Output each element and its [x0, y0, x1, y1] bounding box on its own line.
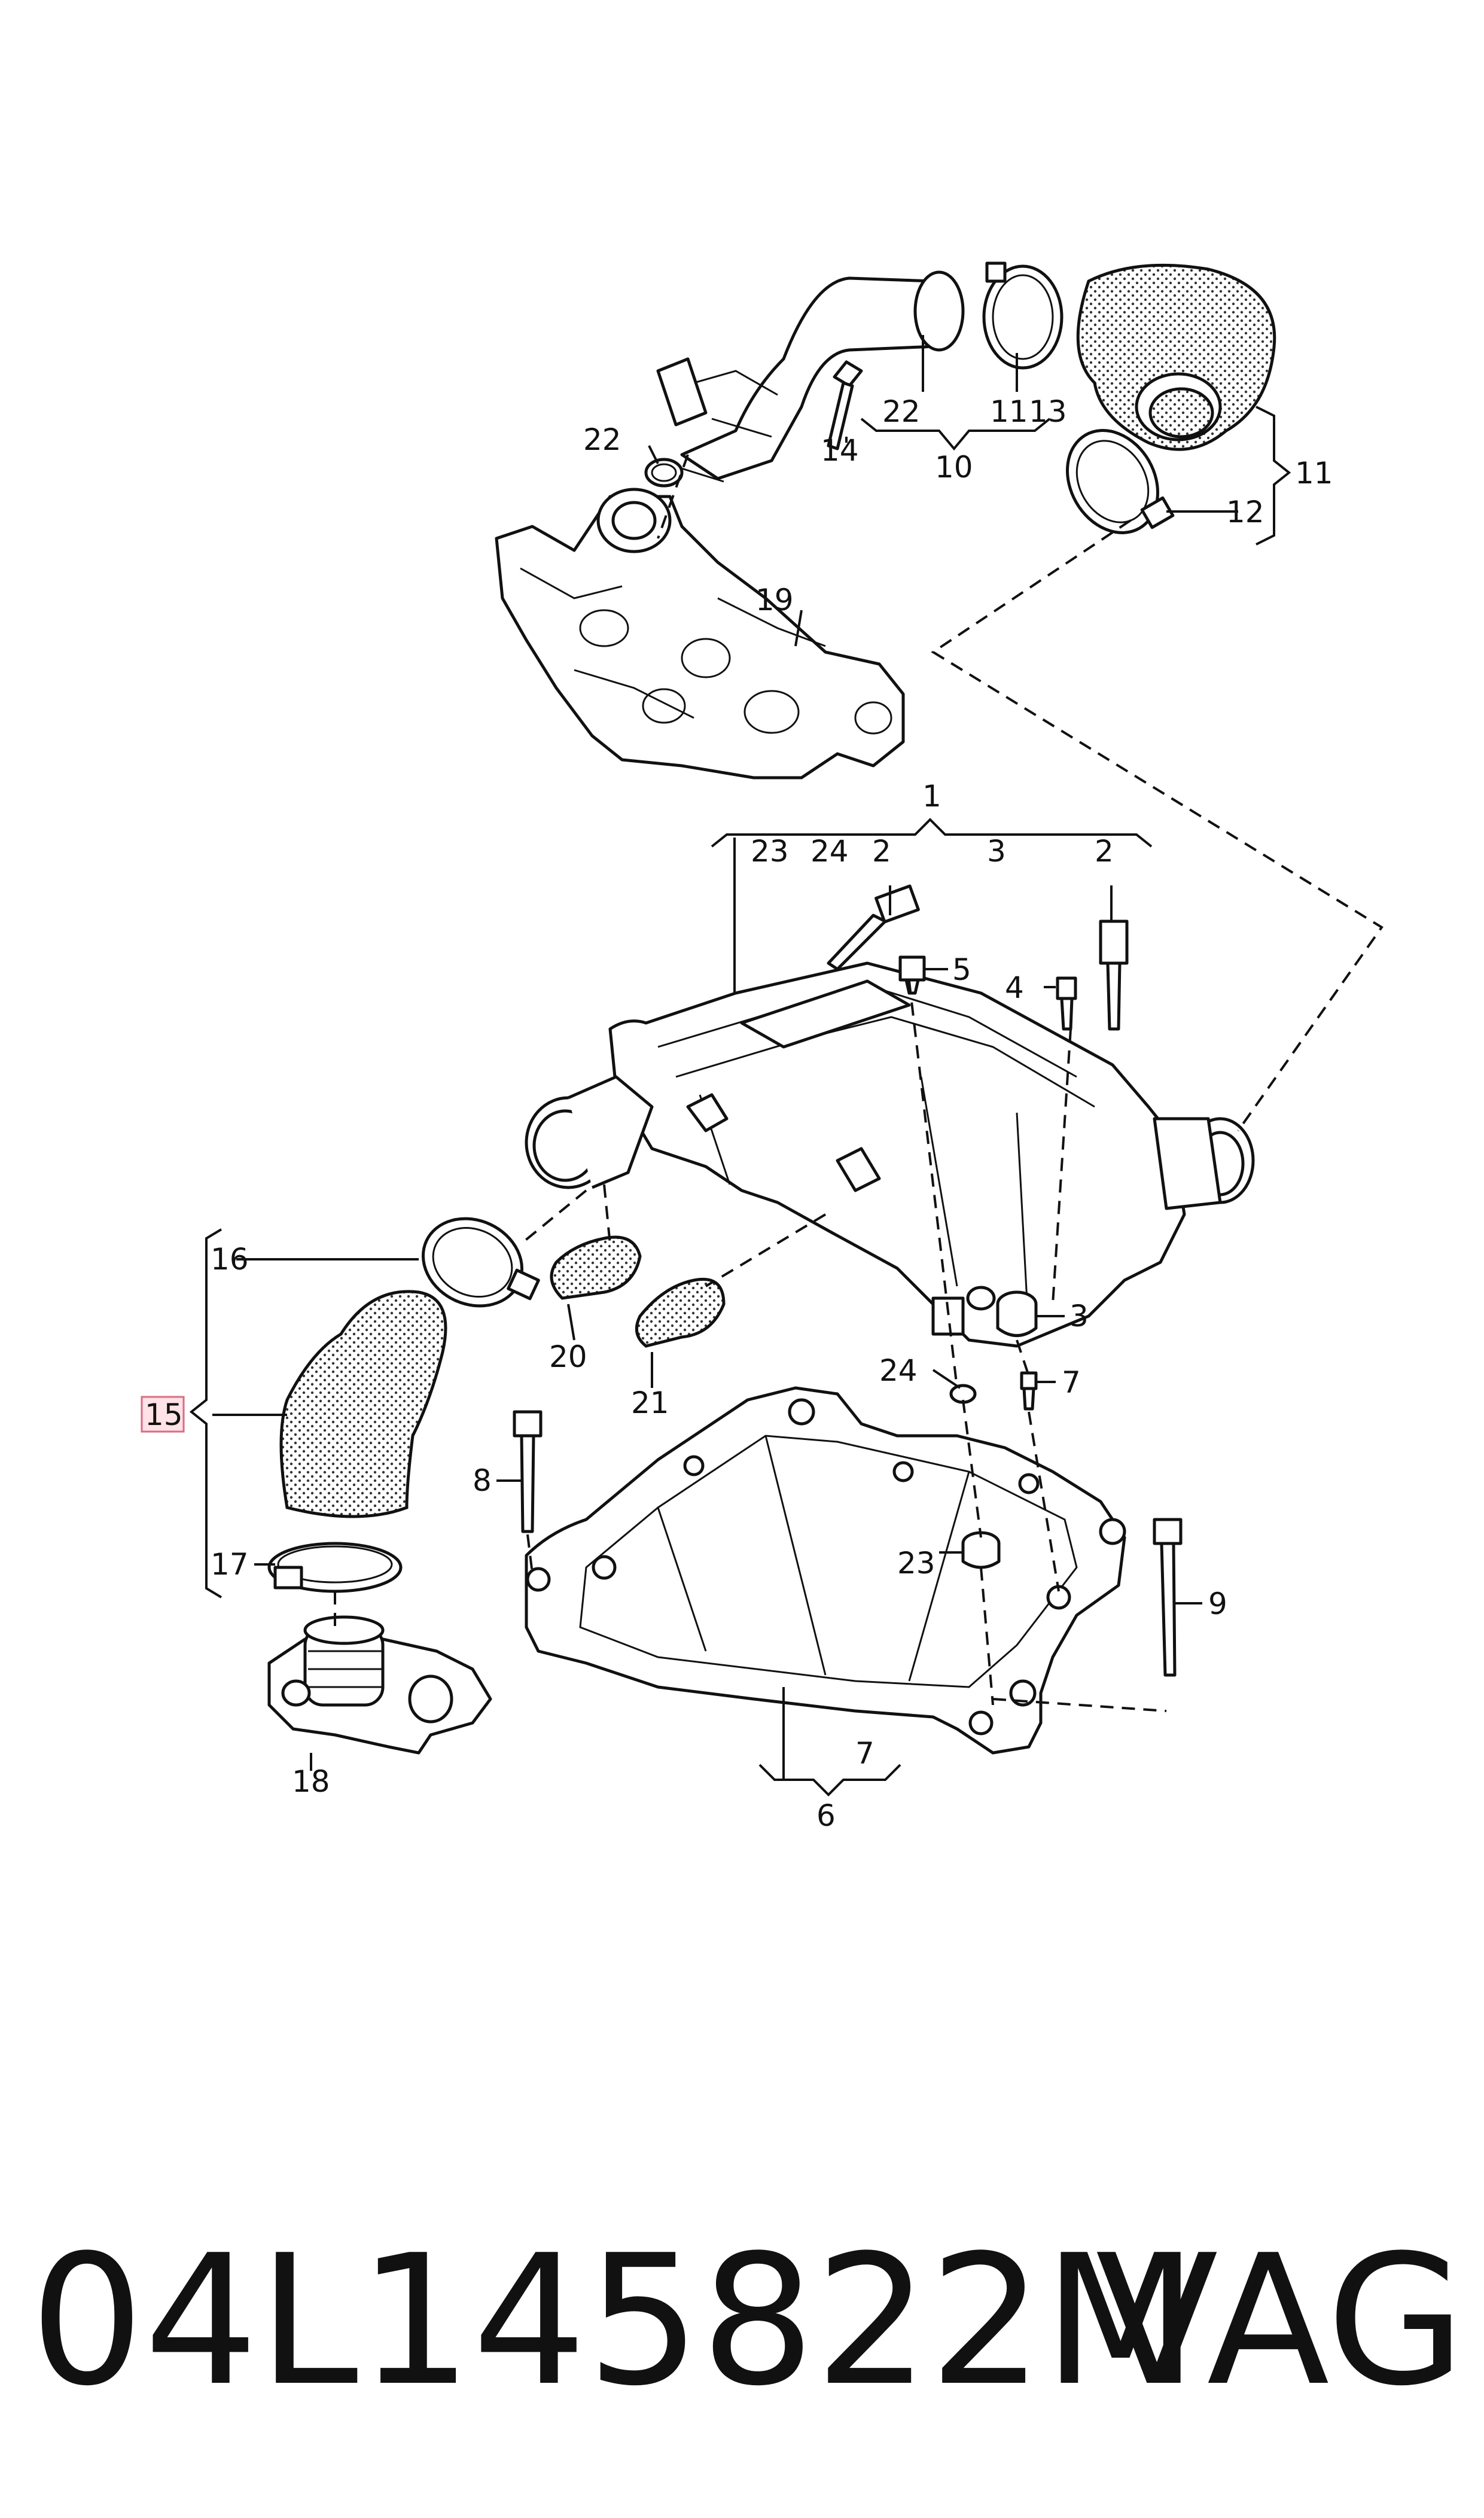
callout-7a: 7: [855, 1736, 874, 1771]
callout-21: 21: [631, 1386, 669, 1420]
intercooler-1: [608, 961, 1186, 1348]
callout-16: 16: [211, 1242, 249, 1277]
callout-18: 18: [292, 1764, 330, 1799]
callout-2b: 2: [1095, 834, 1114, 869]
o-ring-22: [644, 458, 684, 488]
stud-4: [1056, 976, 1077, 1031]
callout-10: 10: [935, 450, 973, 485]
callout-15: 15: [145, 1397, 183, 1432]
throttle-body-18: [267, 1615, 492, 1755]
hose-clamp-17: [267, 1542, 403, 1593]
temperature-sensor-2-left: [827, 884, 920, 971]
callout-13: 13: [1029, 394, 1067, 429]
grommet-3: [996, 1290, 1038, 1337]
callout-23a: 23: [751, 834, 789, 869]
callout-labels: 1 2 2 3 3 4 5 6 7 7 8 9 10 11 11 12 13 1…: [145, 394, 1333, 1833]
callout-11b: 11: [1295, 456, 1333, 491]
callout-3a: 3: [987, 834, 1006, 869]
callout-7b: 7: [1062, 1365, 1081, 1400]
brand-name: VAG: [1095, 2216, 1465, 2425]
callout-20: 20: [549, 1339, 587, 1374]
callout-14: 14: [821, 433, 859, 468]
callout-17: 17: [211, 1547, 249, 1582]
callout-24a: 24: [810, 834, 849, 869]
charge-air-pipe: [656, 270, 965, 483]
stud-7: [1020, 1371, 1038, 1411]
callout-2a: 2: [872, 834, 891, 869]
leader-lines: [189, 335, 1291, 1797]
callout-23b: 23: [897, 1546, 936, 1581]
bolt-9: [1153, 1518, 1183, 1677]
callout-24b: 24: [879, 1353, 918, 1388]
callout-6: 6: [816, 1798, 836, 1833]
hose-clamp-12: [1066, 429, 1175, 534]
nut-24: [949, 1384, 977, 1404]
throttle-inlet: [525, 1075, 654, 1189]
charge-air-hose-15: [279, 1290, 447, 1518]
hose-clamp-13: [982, 261, 1064, 370]
bracket-6: [525, 1386, 1126, 1755]
callout-3b: 3: [1069, 1299, 1089, 1333]
turbocharger-19: [495, 488, 905, 780]
grommet-23: [961, 1531, 1001, 1569]
callout-22b: 22: [583, 422, 621, 457]
part-number: 04L145822M: [30, 2216, 1198, 2425]
callout-12: 12: [1226, 495, 1264, 529]
bolt-14: [827, 360, 863, 450]
callout-11a: 11: [990, 394, 1028, 429]
connection-lines: [334, 454, 1384, 1712]
callout-4: 4: [1005, 970, 1024, 1005]
callout-15-highlight: [141, 1396, 185, 1433]
callout-5: 5: [952, 952, 971, 987]
outlet-flange: [1153, 1117, 1255, 1210]
callout-8: 8: [473, 1463, 492, 1498]
temperature-sensor-2-right: [1099, 919, 1129, 1031]
charge-air-hose-11: [1076, 263, 1276, 451]
hose-clamp-16: [421, 1217, 540, 1308]
footer: 04L145822M VAG: [30, 2225, 1465, 2417]
rubber-hose-21: [635, 1277, 726, 1348]
rubber-hose-20: [550, 1235, 642, 1300]
callout-19: 19: [755, 583, 794, 617]
callout-22a: 22: [882, 394, 921, 429]
bolt-8: [513, 1410, 543, 1533]
callout-9: 9: [1208, 1587, 1227, 1621]
callout-1: 1: [922, 779, 941, 814]
